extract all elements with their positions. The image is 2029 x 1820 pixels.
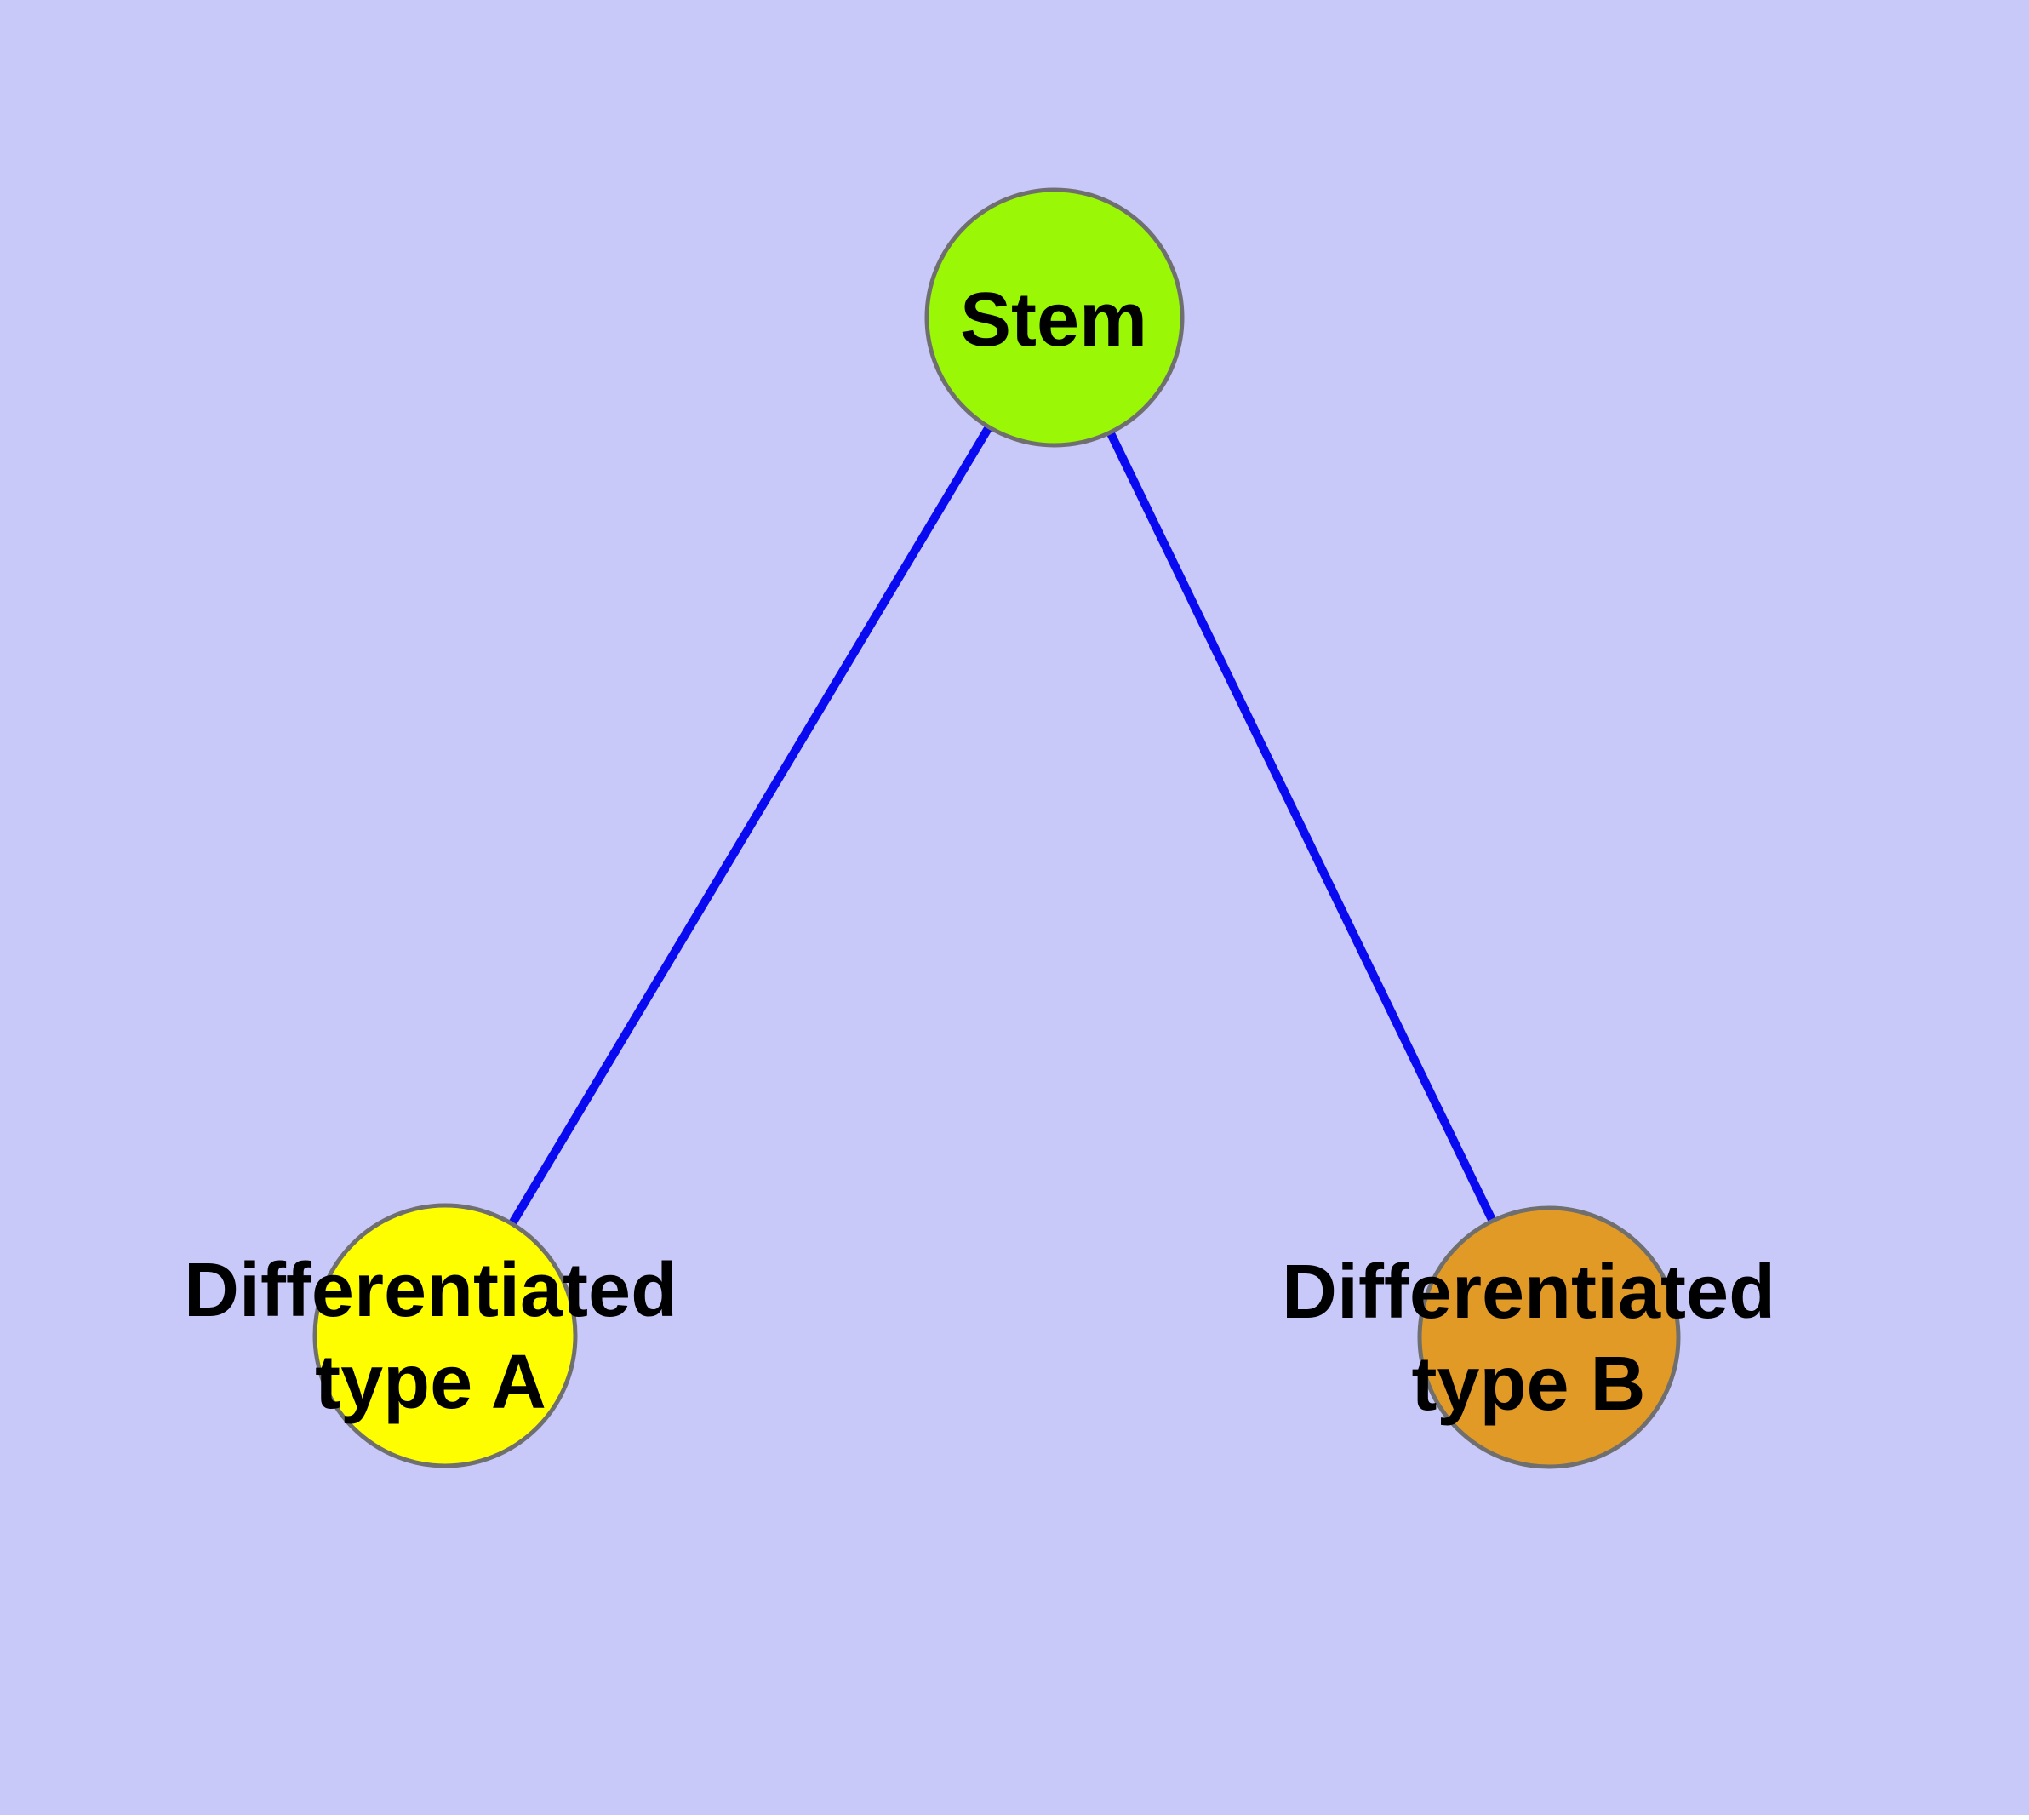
- node-differentiated-type-b-circle: [1417, 1205, 1681, 1469]
- edge-stem-to-type-b: [1050, 315, 1553, 1340]
- node-differentiated-type-a-circle: [312, 1203, 578, 1468]
- edge-stem-to-type-a: [441, 315, 1059, 1338]
- node-stem-circle: [924, 187, 1185, 448]
